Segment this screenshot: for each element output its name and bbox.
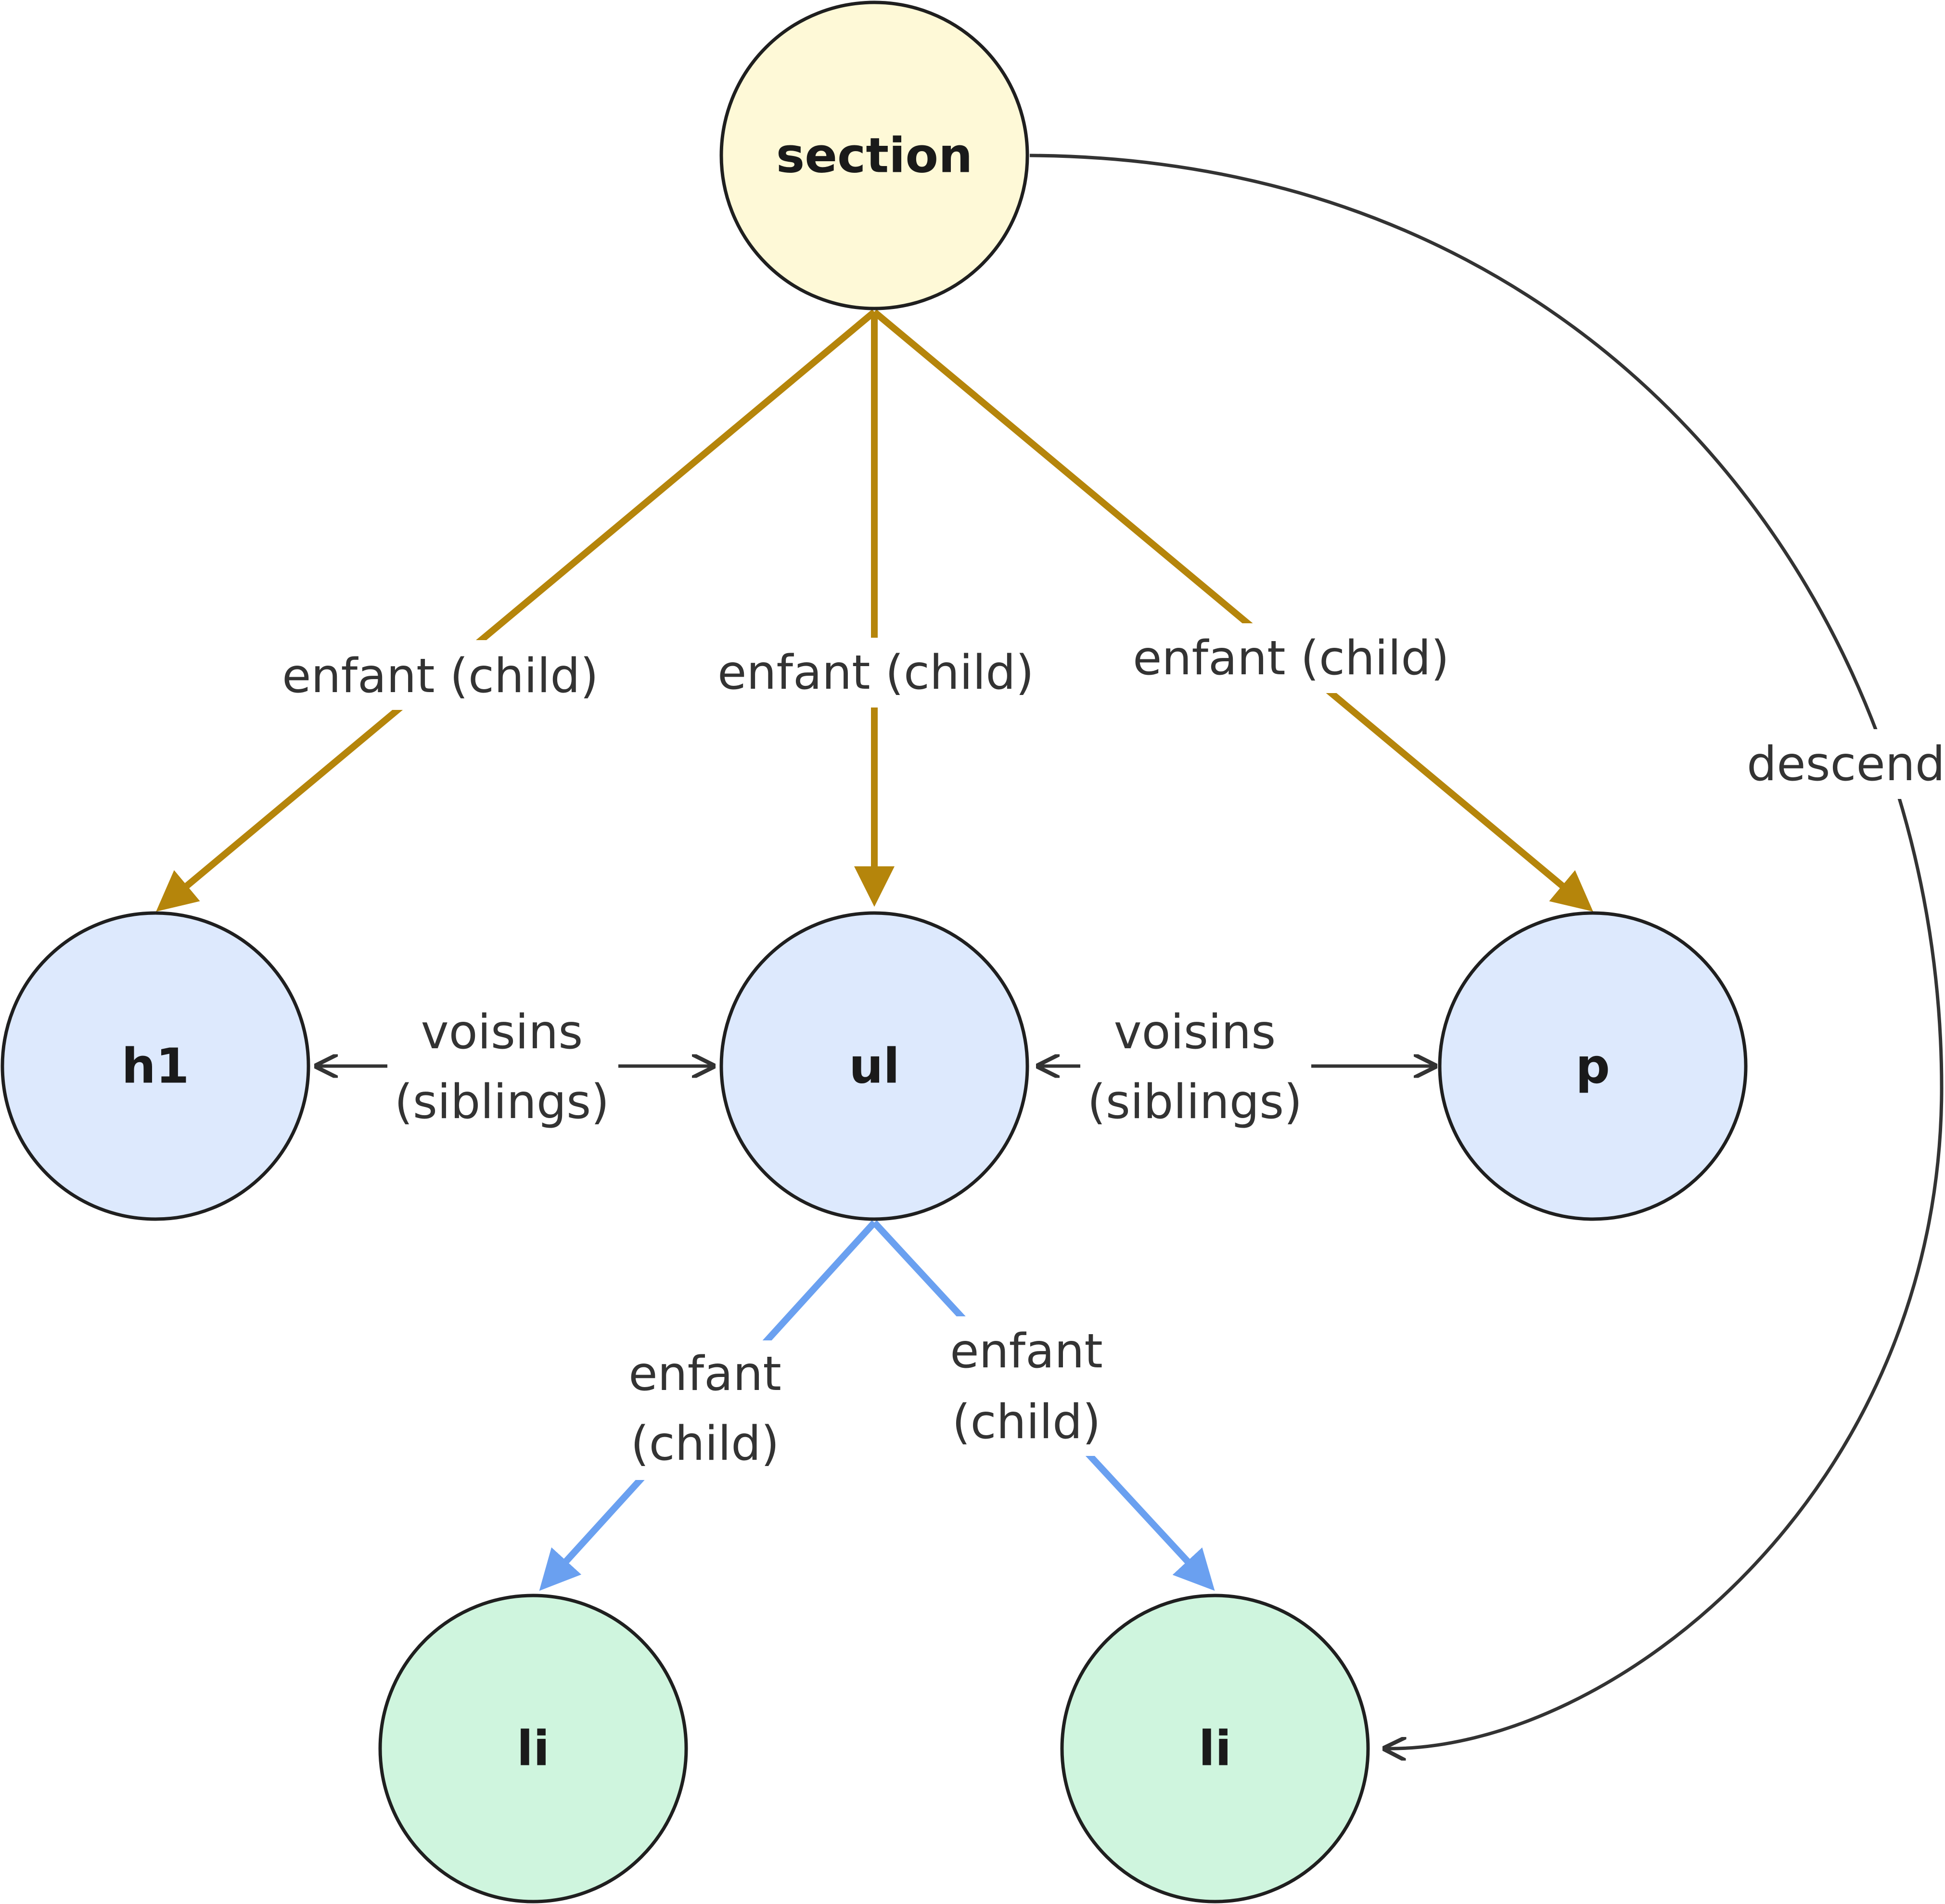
label-bg bbox=[946, 1316, 1109, 1456]
edge-label-h1-ul-line1: voisins bbox=[421, 1005, 583, 1060]
edge-label-section-p: enfant (child) bbox=[1133, 631, 1449, 686]
edge-label-ul-li-left-line1: enfant bbox=[628, 1347, 781, 1402]
node-h1: h1 bbox=[0, 911, 310, 1221]
node-ul-circle bbox=[719, 911, 1029, 1221]
node-h1-label: h1 bbox=[122, 1038, 190, 1094]
node-h1-circle bbox=[0, 911, 310, 1221]
node-p-circle bbox=[1438, 911, 1748, 1221]
node-ul: ul bbox=[719, 911, 1029, 1221]
label-bg bbox=[1133, 623, 1451, 693]
edge-label-ul-li-right-line2: (child) bbox=[952, 1395, 1100, 1450]
edge-section-h1 bbox=[156, 309, 877, 912]
node-p: p bbox=[1438, 911, 1748, 1221]
label-bg bbox=[717, 638, 1035, 708]
node-li-right-label: li bbox=[1199, 1721, 1232, 1777]
edge-label-section-h1: enfant (child) bbox=[282, 649, 599, 704]
label-bg bbox=[387, 991, 618, 1141]
edge-label-h1-ul-line2: (siblings) bbox=[395, 1075, 610, 1130]
node-li-left: li bbox=[378, 1594, 688, 1904]
node-ul-label: ul bbox=[849, 1038, 899, 1094]
node-li-left-label: li bbox=[517, 1721, 550, 1777]
edge-label-ul-p-line1: voisins bbox=[1114, 1005, 1276, 1060]
edge-section-p bbox=[872, 309, 1593, 912]
edge-label-ul-li-left-line2: (child) bbox=[630, 1416, 779, 1471]
edge-label-section-ul: enfant (child) bbox=[717, 645, 1034, 700]
node-section-label: section bbox=[776, 128, 973, 184]
node-section-circle bbox=[719, 0, 1029, 310]
edge-section-li-descendant bbox=[1029, 154, 1944, 1749]
node-li-right-circle bbox=[1060, 1594, 1370, 1904]
label-bg bbox=[282, 640, 599, 710]
edge-label-ul-li-right-line1: enfant bbox=[950, 1324, 1103, 1379]
node-p-label: p bbox=[1575, 1038, 1610, 1094]
edge-label-ul-p-line2: (siblings) bbox=[1088, 1075, 1303, 1130]
node-li-right: li bbox=[1060, 1594, 1370, 1904]
label-bg bbox=[1732, 729, 1945, 799]
label-bg bbox=[1080, 991, 1311, 1141]
node-li-left-circle bbox=[378, 1594, 688, 1904]
edge-label-section-li-descendant: descend bbox=[1747, 737, 1945, 792]
node-section: section bbox=[719, 0, 1029, 310]
label-bg bbox=[626, 1340, 789, 1480]
